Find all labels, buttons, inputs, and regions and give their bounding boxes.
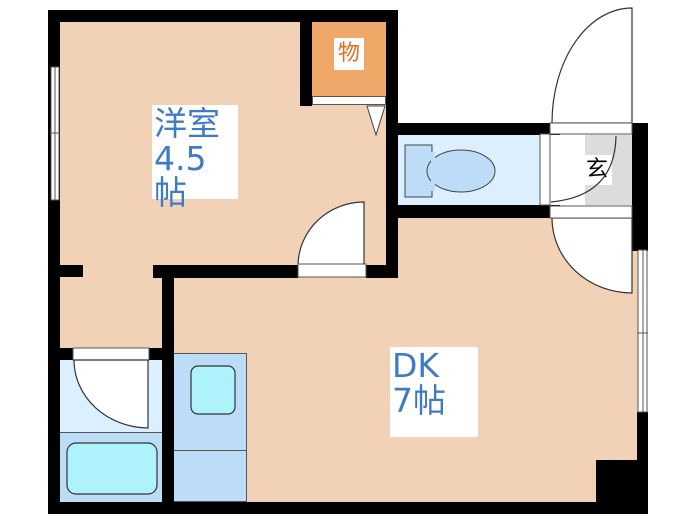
- outer-wall-bottom: [48, 502, 648, 514]
- toilet-wall-bottom: [386, 205, 560, 218]
- storage-door-icon: [366, 105, 386, 137]
- room-wall-mid: [153, 265, 298, 278]
- storage-wall-left: [300, 10, 312, 106]
- corner-column: [596, 460, 638, 503]
- window-left: [50, 66, 60, 201]
- storage-door-threshold: [312, 96, 386, 105]
- dk-label: DK 7帖: [390, 347, 478, 437]
- window-right: [637, 249, 648, 413]
- toilet-wall-top: [386, 123, 560, 135]
- room-wall-mid-left: [48, 265, 83, 277]
- toilet-door-icon: [539, 133, 617, 206]
- western-room-label: 洋室 4.5帖: [152, 104, 238, 210]
- bath-wall-center: [162, 265, 174, 514]
- entrance-wall-right: [632, 123, 648, 251]
- western-room-name: 洋室: [154, 104, 220, 143]
- bathtub-icon: [66, 442, 158, 495]
- entrance-door-top-icon: [549, 7, 633, 135]
- entrance-label: 玄: [582, 155, 612, 185]
- washroom-door-icon: [72, 347, 150, 429]
- dk-name: DK: [392, 346, 440, 385]
- kitchen-divider: [173, 450, 247, 451]
- storage-label: 物: [334, 38, 364, 70]
- western-room-door-icon: [297, 201, 367, 278]
- western-room-size: 4.5帖: [154, 138, 207, 213]
- room-wall-mid-right: [366, 265, 398, 278]
- washroom-wall-top-left: [48, 348, 75, 360]
- toilet-icon: [404, 144, 496, 198]
- outer-wall-right-lower: [637, 412, 648, 514]
- dk-size: 7帖: [392, 380, 446, 420]
- hall-floor: [60, 265, 162, 355]
- kitchen-sink-icon: [190, 365, 236, 415]
- washroom-wall-top-right: [148, 348, 168, 360]
- entrance-door-bottom-icon: [549, 205, 633, 294]
